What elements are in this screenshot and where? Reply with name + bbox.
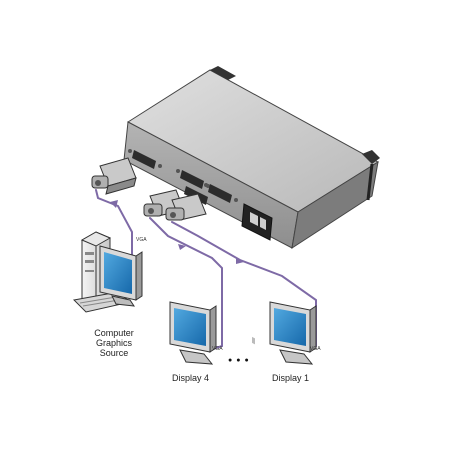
display-1 [269, 301, 317, 365]
display-1-screen [274, 308, 306, 346]
amplifier-foot [362, 150, 380, 164]
display-4-label: Display 4 [172, 373, 210, 383]
source-label-line: Source [99, 348, 129, 358]
vga-output-port [204, 183, 238, 203]
vga-label-display-1: VGA [310, 346, 321, 352]
vga-plug-output [165, 193, 207, 221]
ellipsis: ●●● [228, 357, 253, 364]
vga-input-port [128, 149, 162, 169]
vga-plug-input [91, 157, 137, 195]
power-socket [241, 203, 273, 345]
source-label-line: Computer [94, 328, 134, 338]
distribution-amplifier [123, 66, 380, 345]
amplifier-side [291, 160, 379, 250]
display-4-screen [174, 308, 206, 346]
computer-graphics-source [72, 231, 143, 313]
computer-screen [104, 252, 132, 294]
source-label: Computer Graphics Source [84, 328, 144, 358]
arrow-icon [110, 200, 118, 208]
source-label-line: Graphics [95, 338, 132, 348]
display-1-stand [279, 349, 314, 365]
display-4 [169, 301, 217, 365]
arrow-icon [236, 258, 244, 264]
signal-arrows [110, 200, 244, 264]
cable-display-4 [149, 217, 223, 351]
vga-label-source: VGA [136, 237, 147, 243]
amplifier-foot [210, 66, 236, 80]
arrow-icon [178, 244, 186, 250]
display-1-label: Display 1 [272, 373, 310, 383]
vga-label-display-4: VGA [212, 346, 223, 352]
display-4-stand [179, 349, 214, 365]
